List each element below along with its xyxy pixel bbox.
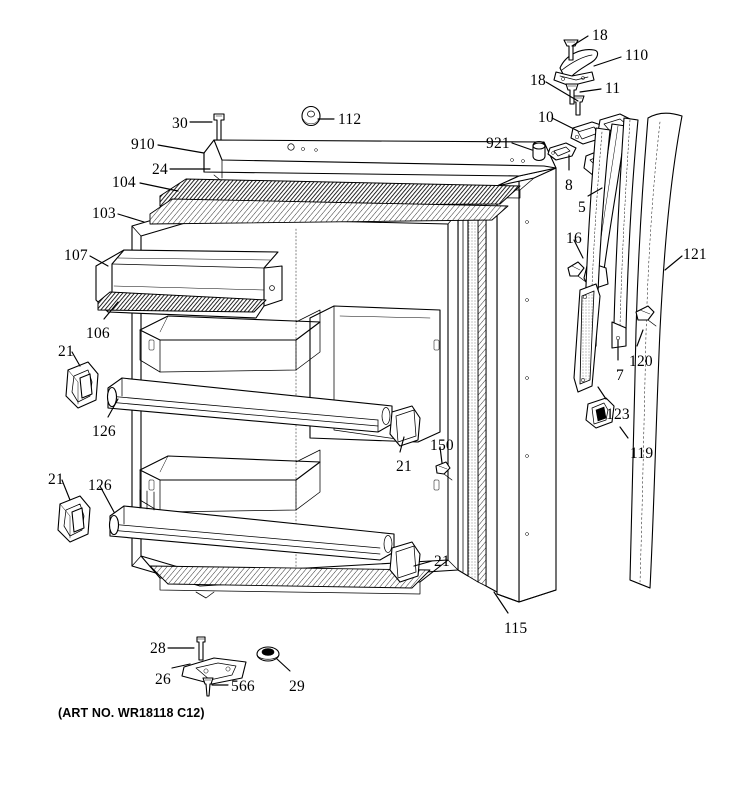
leader-921	[511, 142, 533, 151]
leader-18-top	[571, 35, 589, 47]
callout-110: 110	[625, 47, 649, 64]
callout-29: 29	[289, 678, 305, 695]
leader-103	[117, 213, 145, 223]
leader-123	[597, 386, 607, 400]
leader-10	[551, 117, 579, 132]
door-top-header-group	[149, 139, 557, 225]
leader-120	[636, 329, 644, 347]
grommet-part-29	[256, 646, 280, 662]
door-shelf-endcap-upper	[389, 405, 421, 447]
handle-part-121	[629, 112, 683, 589]
bracket-part-8	[547, 142, 577, 161]
door-outer-panel-group	[496, 167, 557, 603]
callout-126-lower: 126	[88, 477, 112, 494]
callout-18-mid: 18	[530, 72, 546, 89]
screw-part-120	[635, 305, 657, 327]
callout-26: 26	[155, 671, 171, 688]
leader-5	[587, 187, 603, 197]
leader-910	[157, 144, 205, 154]
leader-29	[276, 658, 291, 672]
endcap-part-21-lower	[57, 495, 91, 543]
callout-121: 121	[683, 246, 707, 263]
door-shelf-endcap-lower	[389, 541, 421, 583]
callout-21-door2: 21	[434, 553, 450, 570]
leader-11	[579, 88, 602, 93]
plug-part-112	[301, 105, 321, 127]
callout-119: 119	[630, 445, 654, 462]
plug-part-921	[532, 140, 546, 162]
callout-21-door1: 21	[396, 458, 412, 475]
callout-126-upper: 126	[92, 423, 116, 440]
leader-126-lower	[99, 485, 115, 513]
trim-rail-part-123	[573, 283, 601, 393]
callout-150: 150	[430, 437, 454, 454]
callout-120: 120	[629, 353, 653, 370]
leader-16	[573, 239, 584, 259]
leader-107	[89, 255, 109, 267]
callout-103: 103	[92, 205, 116, 222]
callout-8: 8	[565, 177, 573, 194]
screw-part-566	[202, 677, 214, 697]
leader-126-upper	[107, 398, 119, 418]
leader-121	[664, 255, 683, 271]
callout-28: 28	[150, 640, 166, 657]
upper-door-bin-group	[95, 249, 283, 319]
door-liner-layers-group	[457, 189, 498, 593]
upper-shelf-group	[139, 309, 321, 373]
strip-part-7	[611, 117, 639, 349]
screw-part-18-mid	[571, 95, 585, 116]
leader-104	[139, 182, 179, 192]
callout-16: 16	[566, 230, 582, 247]
callout-18-top: 18	[592, 27, 608, 44]
art-number-text: (ART NO. WR18118 C12)	[58, 706, 205, 720]
leader-21-door2	[413, 560, 433, 567]
callout-30: 30	[172, 115, 188, 132]
callout-921: 921	[486, 135, 510, 152]
callout-910: 910	[131, 136, 155, 153]
leader-26	[171, 663, 191, 669]
callout-566: 566	[231, 678, 255, 695]
callout-21-upper: 21	[58, 343, 74, 360]
leader-115	[493, 591, 509, 614]
leader-18-mid	[545, 81, 579, 102]
door-bottom-rim-group	[140, 555, 449, 599]
screw-part-30	[213, 113, 225, 141]
plate-part-26	[181, 657, 247, 685]
callout-106: 106	[86, 325, 110, 342]
callout-115: 115	[504, 620, 528, 637]
endcap-part-21-upper	[65, 361, 99, 409]
leader-150	[439, 446, 443, 464]
callout-7: 7	[616, 367, 624, 384]
callout-5: 5	[578, 199, 586, 216]
callout-11: 11	[605, 80, 621, 97]
callout-21-lower: 21	[48, 471, 64, 488]
callout-112: 112	[338, 111, 362, 128]
callout-24: 24	[152, 161, 168, 178]
callout-104: 104	[112, 174, 136, 191]
leader-21-upper	[71, 351, 81, 367]
callout-123: 123	[606, 406, 630, 423]
leader-106	[103, 301, 119, 320]
callout-leader-lines	[61, 35, 683, 686]
callout-107: 107	[64, 247, 88, 264]
screw-part-16	[567, 261, 587, 283]
leader-21-door1	[399, 436, 405, 453]
leader-110	[593, 56, 622, 67]
handle-part-110	[553, 49, 599, 87]
callout-10: 10	[538, 109, 554, 126]
leader-119	[619, 426, 629, 439]
leader-21-lower	[61, 479, 71, 501]
screw-part-150	[435, 461, 453, 481]
pin-part-28	[196, 636, 206, 661]
screw-part-11	[565, 83, 579, 105]
